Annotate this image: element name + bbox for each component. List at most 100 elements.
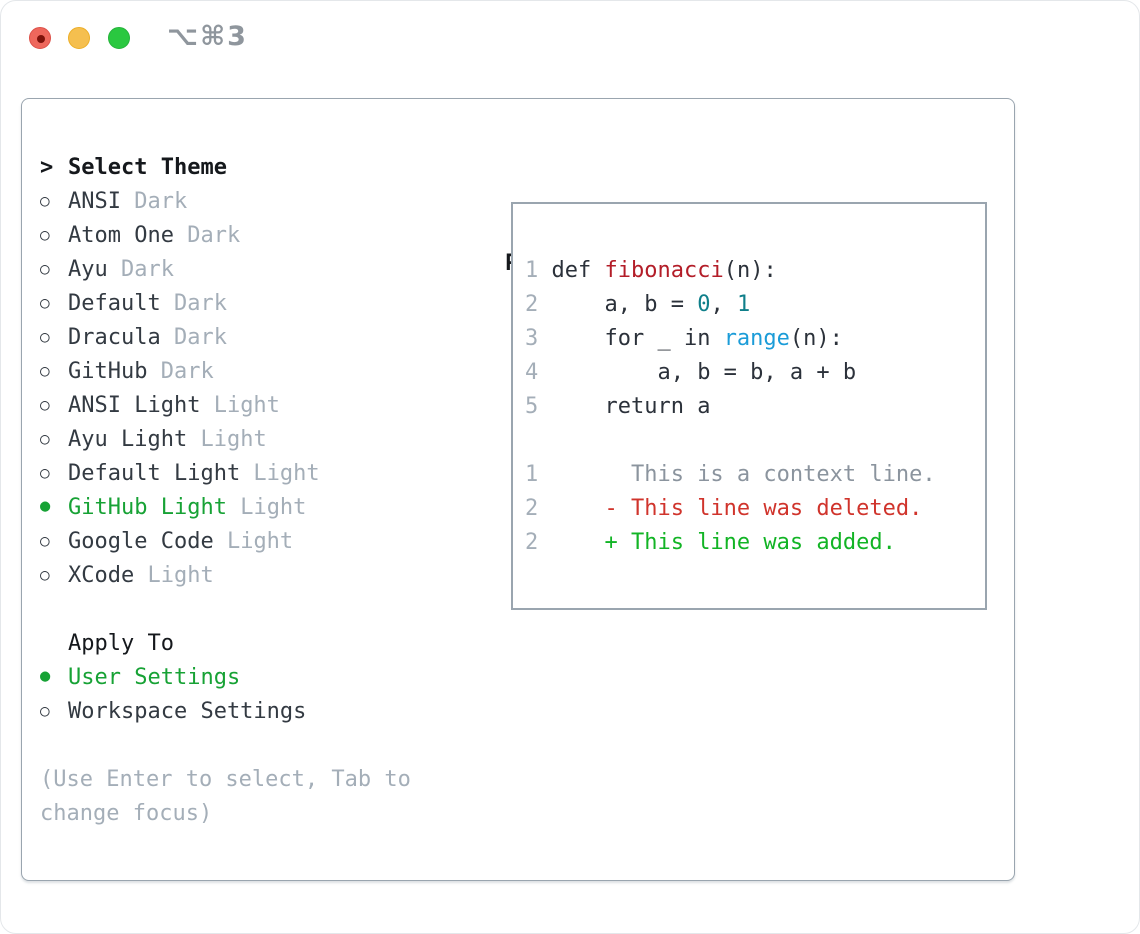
theme-variant-label: Dark bbox=[107, 256, 174, 282]
radio-selected-icon: ● bbox=[40, 496, 51, 516]
theme-option[interactable]: ○Default Dark bbox=[40, 286, 411, 320]
code-line: 4 a, b = b, a + b bbox=[525, 356, 936, 390]
zoom-button-icon[interactable] bbox=[108, 27, 130, 49]
apply-to-list: ● User Settings ○ Workspace Settings bbox=[40, 660, 411, 728]
code-segment: - This line was deleted. bbox=[538, 496, 923, 521]
apply-option[interactable]: ● User Settings bbox=[40, 660, 411, 694]
theme-option-label: GitHub bbox=[68, 358, 148, 384]
theme-option[interactable]: ○Atom One Dark bbox=[40, 218, 411, 252]
theme-variant-label: Dark bbox=[160, 290, 227, 316]
help-text-line-1: (Use Enter to select, Tab to bbox=[40, 766, 411, 792]
radio-selected-icon: ● bbox=[40, 666, 51, 686]
apply-option[interactable]: ○ Workspace Settings bbox=[40, 694, 411, 728]
code-segment: a, b = bbox=[538, 292, 698, 317]
radio-icon: ○ bbox=[40, 394, 50, 414]
line-number: 4 bbox=[525, 360, 539, 385]
left-column: >Select Theme ○ANSI Dark○Atom One Dark○A… bbox=[40, 150, 411, 830]
radio-icon: ○ bbox=[40, 462, 50, 482]
theme-option[interactable]: ○Dracula Dark bbox=[40, 320, 411, 354]
code-segment: fibonacci bbox=[604, 258, 724, 283]
line-number: 2 bbox=[525, 496, 539, 521]
apply-to-header-row: Apply To bbox=[40, 626, 411, 660]
theme-option-label: XCode bbox=[68, 562, 135, 588]
code-segment: , bbox=[710, 292, 737, 317]
code-line: 2 + This line was added. bbox=[525, 526, 936, 560]
radio-icon: ○ bbox=[40, 190, 50, 210]
spacer bbox=[40, 728, 411, 762]
code-segment: 1 bbox=[736, 292, 751, 317]
theme-option-label: Google Code bbox=[68, 528, 214, 554]
apply-option-label: Workspace Settings bbox=[68, 698, 307, 724]
theme-option[interactable]: ○GitHub Dark bbox=[40, 354, 411, 388]
help-text-line-2: change focus) bbox=[40, 800, 213, 826]
theme-variant-label: Dark bbox=[173, 222, 241, 248]
radio-icon: ○ bbox=[40, 326, 50, 346]
theme-option[interactable]: ○ XCode Light bbox=[40, 558, 411, 592]
line-number: 2 bbox=[525, 530, 539, 555]
code-line bbox=[525, 424, 936, 458]
theme-option-label: GitHub Light bbox=[68, 494, 227, 520]
code-line: 3 for _ in range(n): bbox=[525, 322, 936, 356]
theme-option[interactable]: ○ Google Code Light bbox=[40, 524, 411, 558]
theme-option-label: ANSI Light bbox=[68, 392, 201, 418]
code-line: 2 a, b = 0, 1 bbox=[525, 288, 936, 322]
theme-option-label: Ayu bbox=[68, 256, 108, 282]
theme-variant-label: Light bbox=[134, 562, 214, 588]
code-segment: return a bbox=[538, 394, 711, 419]
theme-option[interactable]: ● GitHub Light Light bbox=[40, 490, 411, 524]
code-line: 5 return a bbox=[525, 390, 936, 424]
apply-to-title: Apply To bbox=[68, 630, 174, 656]
code-segment: (n): bbox=[723, 258, 777, 283]
theme-variant-label: Light bbox=[240, 460, 320, 486]
spacer bbox=[40, 592, 411, 626]
theme-option[interactable]: ○Default Light Light bbox=[40, 456, 411, 490]
theme-option[interactable]: ○ ANSI Dark bbox=[40, 184, 411, 218]
theme-variant-label: Light bbox=[226, 494, 307, 520]
radio-icon: ○ bbox=[40, 564, 50, 584]
code-line: 1 This is a context line. bbox=[525, 458, 936, 492]
theme-variant-label: Dark bbox=[120, 188, 188, 214]
theme-option[interactable]: ○ Ayu Light Light bbox=[40, 422, 411, 456]
code-segment: (n): bbox=[789, 326, 843, 351]
radio-icon: ○ bbox=[40, 360, 50, 380]
theme-option[interactable]: ○Ayu Dark bbox=[40, 252, 411, 286]
radio-icon: ○ bbox=[40, 428, 50, 448]
code-line: 2 - This line was deleted. bbox=[525, 492, 936, 526]
theme-option-label: Ayu Light bbox=[68, 426, 188, 452]
line-number: 5 bbox=[525, 394, 539, 419]
code-segment: range bbox=[723, 326, 790, 351]
radio-icon: ○ bbox=[40, 700, 50, 720]
theme-option-label: ANSI bbox=[68, 188, 121, 214]
minimize-button-icon[interactable] bbox=[68, 27, 90, 49]
theme-variant-label: Light bbox=[213, 528, 294, 554]
prompt-icon: > bbox=[40, 154, 54, 180]
apply-option-label: User Settings bbox=[68, 664, 241, 690]
title-bar: ⌥⌘3 bbox=[1, 1, 1139, 76]
code-segment: 0 bbox=[697, 292, 711, 317]
theme-option[interactable]: ○ ANSI Light Light bbox=[40, 388, 411, 422]
theme-list: ○ANSI Dark○Atom One Dark○Ayu Dark○Defaul… bbox=[40, 184, 411, 592]
code-segment: + This line was added. bbox=[538, 530, 896, 555]
theme-variant-label: Dark bbox=[160, 324, 227, 350]
radio-icon: ○ bbox=[40, 224, 50, 244]
line-number: 1 bbox=[525, 258, 539, 283]
code-line: 1 def fibonacci(n): bbox=[525, 254, 936, 288]
theme-option-label: Default bbox=[68, 290, 161, 316]
code-segment: for _ in bbox=[538, 326, 724, 351]
theme-variant-label: Light bbox=[187, 426, 267, 452]
code-segment: a, b = b, a + b bbox=[538, 360, 857, 385]
close-button-icon[interactable] bbox=[29, 27, 51, 49]
main-panel: >Select Theme ○ANSI Dark○Atom One Dark○A… bbox=[21, 98, 1015, 881]
line-number: 2 bbox=[525, 292, 539, 317]
line-number: 3 bbox=[525, 326, 539, 351]
theme-variant-label: Light bbox=[200, 392, 280, 418]
theme-list-title: Select Theme bbox=[68, 154, 227, 180]
theme-list-header: > Select Theme bbox=[40, 150, 411, 184]
code-segment: This is a context line. bbox=[538, 462, 936, 487]
window-title: ⌥⌘3 bbox=[167, 21, 248, 52]
line-number: 1 bbox=[525, 462, 539, 487]
radio-icon: ○ bbox=[40, 530, 50, 550]
